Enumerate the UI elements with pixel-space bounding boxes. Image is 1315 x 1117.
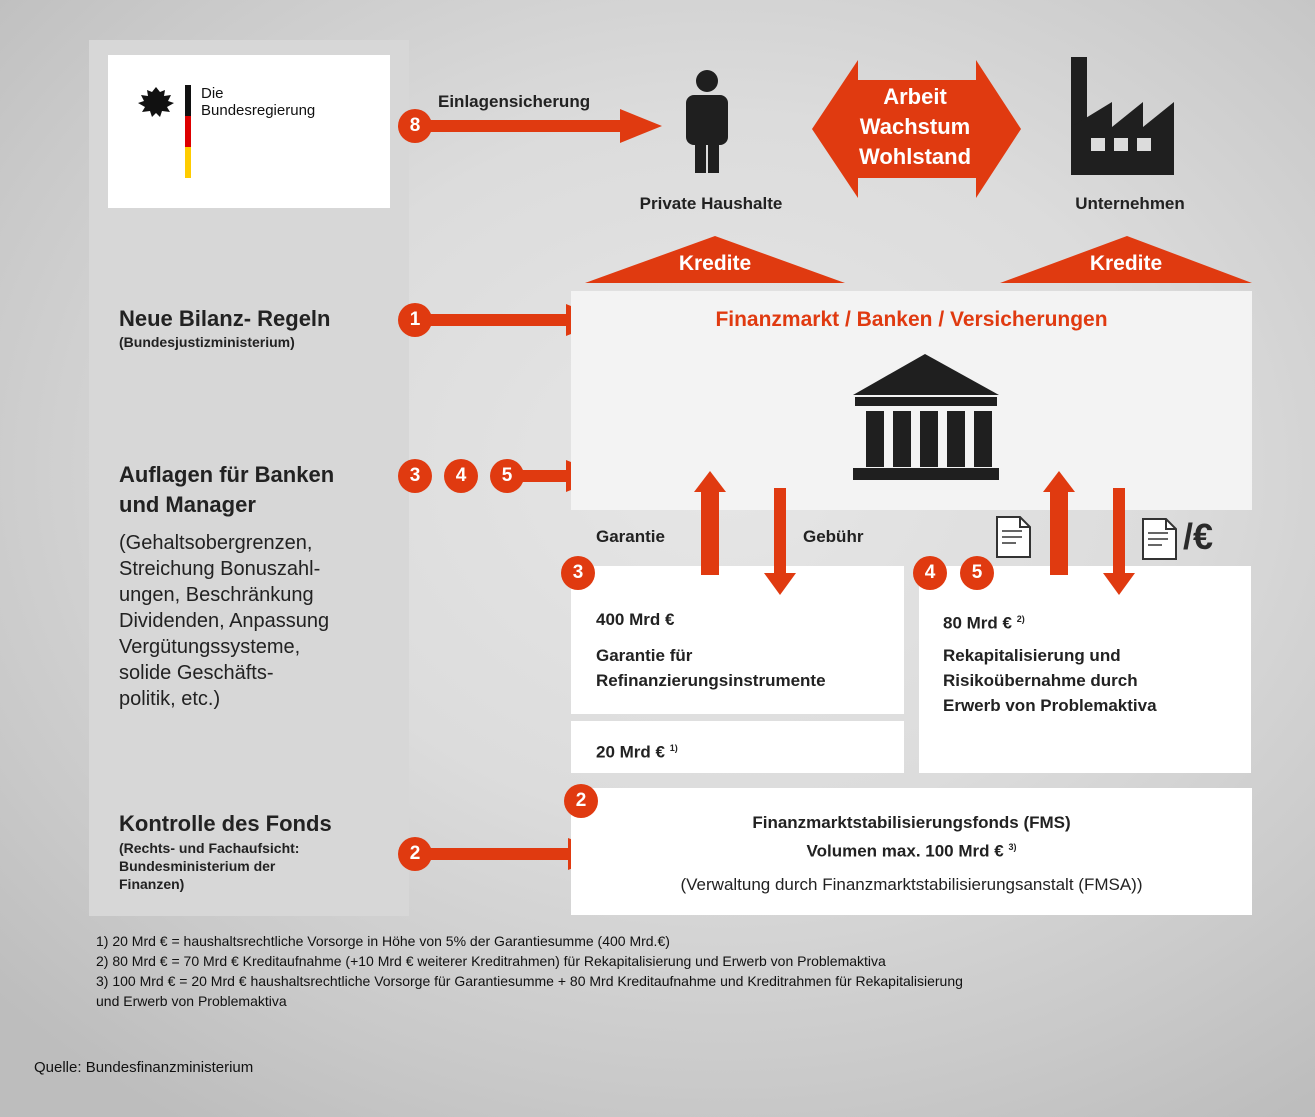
gebuehr-label: Gebühr <box>803 527 864 546</box>
box-400-mrd <box>571 566 904 714</box>
box-80-mrd <box>919 566 1251 773</box>
footnote-3: 3) 100 Mrd € = 20 Mrd € haushaltsrechtli… <box>96 973 963 989</box>
fms-line1: Finanzmarktstabilisierungsfonds (FMS) <box>752 813 1071 832</box>
fms-line2-wrap: Volumen max. 100 Mrd € 3) <box>571 835 1252 864</box>
einlagensicherung-label: Einlagensicherung <box>438 92 591 111</box>
small-amount-value: 20 Mrd € <box>596 742 665 762</box>
auflagen-line: (Gehaltsobergrenzen, <box>119 532 313 554</box>
small-amount-footnote: 1) <box>669 743 678 753</box>
source-note: Quelle: Bundesfinanzministerium <box>34 1059 254 1076</box>
box-right-line1: Rekapitalisierung und <box>943 646 1121 665</box>
box-small-amount: 20 Mrd € 1) <box>596 736 678 765</box>
logo-line-1: Die <box>201 85 224 102</box>
einlagensicherung-arrow <box>430 109 662 143</box>
fms-line2: Volumen max. 100 Mrd € <box>806 841 1004 861</box>
fms-line2-footnote: 3) <box>1008 842 1017 852</box>
logo-box <box>108 55 390 208</box>
bilanz-subtitle: (Bundesjustizministerium) <box>119 334 295 350</box>
kontrolle-sub-line: Bundesministerium der <box>119 858 276 874</box>
fms-line3: (Verwaltung durch Finanzmarktstabilisier… <box>680 875 1143 894</box>
logo-line-2: Bundesregierung <box>201 102 316 119</box>
auflagen-line: ungen, Beschränkung <box>119 584 314 606</box>
finanzmarkt-title: Finanzmarkt / Banken / Versicherungen <box>715 308 1108 331</box>
auflagen-line: Streichung Bonuszahl- <box>119 558 321 580</box>
badge-3: 3 <box>398 459 432 493</box>
person-icon <box>686 70 728 173</box>
badge-4: 4 <box>444 459 478 493</box>
auflagen-title-1: Auflagen für Banken <box>119 462 335 487</box>
kontrolle-sub-line: Finanzen) <box>119 876 185 892</box>
factory-icon <box>1071 57 1174 175</box>
fms-box <box>571 788 1252 915</box>
box-left-line2: Refinanzierungsinstrumente <box>596 671 826 690</box>
document-icon <box>996 516 1031 558</box>
benefits-text: Arbeit Wachstum Wohlstand <box>840 82 990 172</box>
box-left-desc: Garantie für Refinanzierungsinstrumente <box>596 643 826 693</box>
kontrolle-title: Kontrolle des Fonds <box>119 811 332 836</box>
badge-8: 8 <box>398 109 432 143</box>
bilanz-title: Neue Bilanz- Regeln <box>119 306 331 331</box>
footnotes: 1) 20 Mrd € = haushaltsrechtliche Vorsor… <box>96 931 1296 1011</box>
private-haushalte-label: Private Haushalte <box>639 194 783 213</box>
auflagen-body: (Gehaltsobergrenzen, Streichung Bonuszah… <box>119 530 329 712</box>
right-amount-footnote: 2) <box>1016 614 1025 624</box>
kredite-right-label: Kredite <box>1089 252 1163 275</box>
auflagen-title-2: und Manager <box>119 492 256 517</box>
flag-black <box>185 85 191 116</box>
box-right-desc: Rekapitalisierung und Risikoübernahme du… <box>943 643 1157 718</box>
kontrolle-sub-line: (Rechts- und Fachaufsicht: <box>119 840 300 856</box>
kredite-left-label: Kredite <box>678 252 752 275</box>
wachstum-label: Wachstum <box>859 114 971 139</box>
right-amount-value: 80 Mrd € <box>943 613 1012 633</box>
auflagen-line: Dividenden, Anpassung <box>119 610 330 632</box>
auflagen-line: solide Geschäfts- <box>119 662 274 684</box>
document-euro-icon <box>1142 518 1177 560</box>
footnote-3-cont: und Erwerb von Problemaktiva <box>96 993 287 1009</box>
box-right-amount: 80 Mrd € 2) <box>943 607 1025 636</box>
fms-title: Finanzmarktstabilisierungsfonds (FMS) Vo… <box>571 810 1252 864</box>
box-right-line3: Erwerb von Problemaktiva <box>943 696 1157 715</box>
kredite-triangle-right <box>1000 236 1252 283</box>
auflagen-line: Vergütungssysteme, <box>119 636 301 658</box>
badge-1: 1 <box>398 303 432 337</box>
badge-2-fms: 2 <box>564 784 598 818</box>
footnote-1: 1) 20 Mrd € = haushaltsrechtliche Vorsor… <box>96 933 670 949</box>
euro-symbol: /€ <box>1183 516 1214 557</box>
box-left-amount: 400 Mrd € <box>596 610 675 629</box>
logo-text: Die Bundesregierung <box>201 85 315 119</box>
box-left-line1: Garantie für <box>596 646 693 665</box>
badge-2: 2 <box>398 837 432 871</box>
kredite-triangle-left <box>585 236 845 283</box>
box-right-line2: Risikoübernahme durch <box>943 671 1138 690</box>
auflagen-line: politik, etc.) <box>119 688 221 710</box>
garantie-label: Garantie <box>596 527 665 546</box>
badge-4-box: 4 <box>913 556 947 590</box>
badge-5: 5 <box>490 459 524 493</box>
eagle-icon <box>138 87 174 117</box>
box-20-mrd <box>571 721 904 773</box>
unternehmen-label: Unternehmen <box>1075 194 1185 213</box>
auflagen-title: Auflagen für Banken und Manager <box>119 460 334 520</box>
double-arrow <box>812 60 1021 198</box>
footnote-2: 2) 80 Mrd € = 70 Mrd € Kreditaufnahme (+… <box>96 953 886 969</box>
flag-gold <box>185 147 191 178</box>
badge-3-box: 3 <box>561 556 595 590</box>
badge-5-box: 5 <box>960 556 994 590</box>
arbeit-label: Arbeit <box>883 84 947 109</box>
wohlstand-label: Wohlstand <box>858 144 972 169</box>
kontrolle-subtitle: (Rechts- und Fachaufsicht: Bundesministe… <box>119 839 299 893</box>
flag-red <box>185 116 191 147</box>
